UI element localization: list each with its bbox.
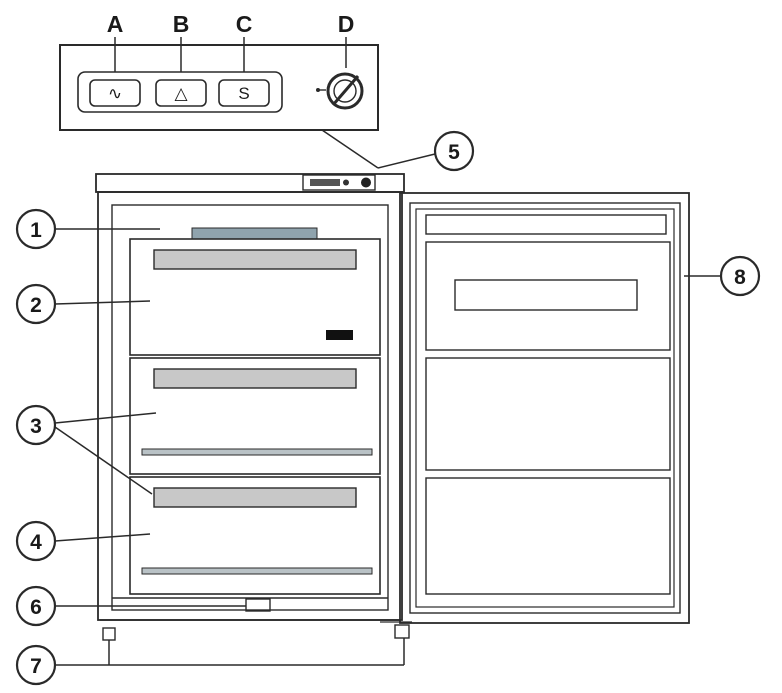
drawer-middle[interactable] xyxy=(129,357,381,475)
callout-1: 1 xyxy=(15,208,160,250)
cabinet-control-panel xyxy=(302,174,376,191)
label-d: D xyxy=(338,11,355,37)
door-panel-upper xyxy=(425,241,671,351)
warning-triangle-icon: △ xyxy=(174,84,188,103)
drawer-upper-badge xyxy=(326,330,353,340)
door-panel-lower xyxy=(425,477,671,595)
callout-3: 3 xyxy=(15,404,157,495)
drawer-upper[interactable] xyxy=(129,238,381,356)
label-c: C xyxy=(236,11,253,37)
callout-2: 2 xyxy=(15,283,151,325)
freezer-cabinet xyxy=(95,173,412,641)
control-panel-frame xyxy=(59,44,379,131)
svg-text:4: 4 xyxy=(30,531,42,554)
svg-text:5: 5 xyxy=(448,141,460,164)
cabinet-inner-liner xyxy=(111,204,389,611)
door-inner xyxy=(409,202,681,614)
button-group xyxy=(77,71,283,113)
control-panel: A B C D ∿ △ S xyxy=(59,11,379,131)
door-label-plate xyxy=(454,279,638,311)
svg-text:7: 7 xyxy=(30,655,42,678)
svg-text:8: 8 xyxy=(734,266,746,289)
svg-text:6: 6 xyxy=(30,596,42,619)
drawer-upper-handle xyxy=(153,249,357,270)
drawer-lower[interactable] xyxy=(129,476,381,595)
top-compartment-strip xyxy=(191,227,318,240)
drawer-lower-bottom-rail xyxy=(141,567,373,575)
foot-right xyxy=(394,624,410,639)
door-top-strip xyxy=(425,214,667,235)
plinth-clip xyxy=(245,598,271,612)
callout-7: 7 xyxy=(15,638,405,686)
callout-8: 8 xyxy=(684,255,761,297)
drawer-middle-bottom-rail xyxy=(141,448,373,456)
label-b: B xyxy=(173,11,190,37)
door-gasket xyxy=(415,208,675,608)
power-wave-icon: ∿ xyxy=(108,84,122,103)
callout-4: 4 xyxy=(15,520,151,562)
door-panel-middle xyxy=(425,357,671,471)
svg-text:1: 1 xyxy=(30,219,42,242)
alarm-button[interactable]: △ xyxy=(155,79,207,107)
thermostat-dial-icon xyxy=(326,72,364,110)
power-button[interactable]: ∿ xyxy=(89,79,141,107)
label-a: A xyxy=(107,11,124,37)
svg-text:3: 3 xyxy=(30,415,42,438)
drawer-middle-handle xyxy=(153,368,357,389)
callout-6: 6 xyxy=(15,585,246,627)
freezer-door[interactable] xyxy=(399,192,690,624)
thermostat-dial[interactable] xyxy=(316,72,364,110)
callout-5: 5 xyxy=(377,130,475,172)
drawer-lower-handle xyxy=(153,487,357,508)
door-outer xyxy=(399,192,690,624)
super-freeze-s-icon: S xyxy=(238,84,249,103)
foot-left xyxy=(102,627,116,641)
svg-text:2: 2 xyxy=(30,294,42,317)
super-freeze-button[interactable]: S xyxy=(218,79,270,107)
